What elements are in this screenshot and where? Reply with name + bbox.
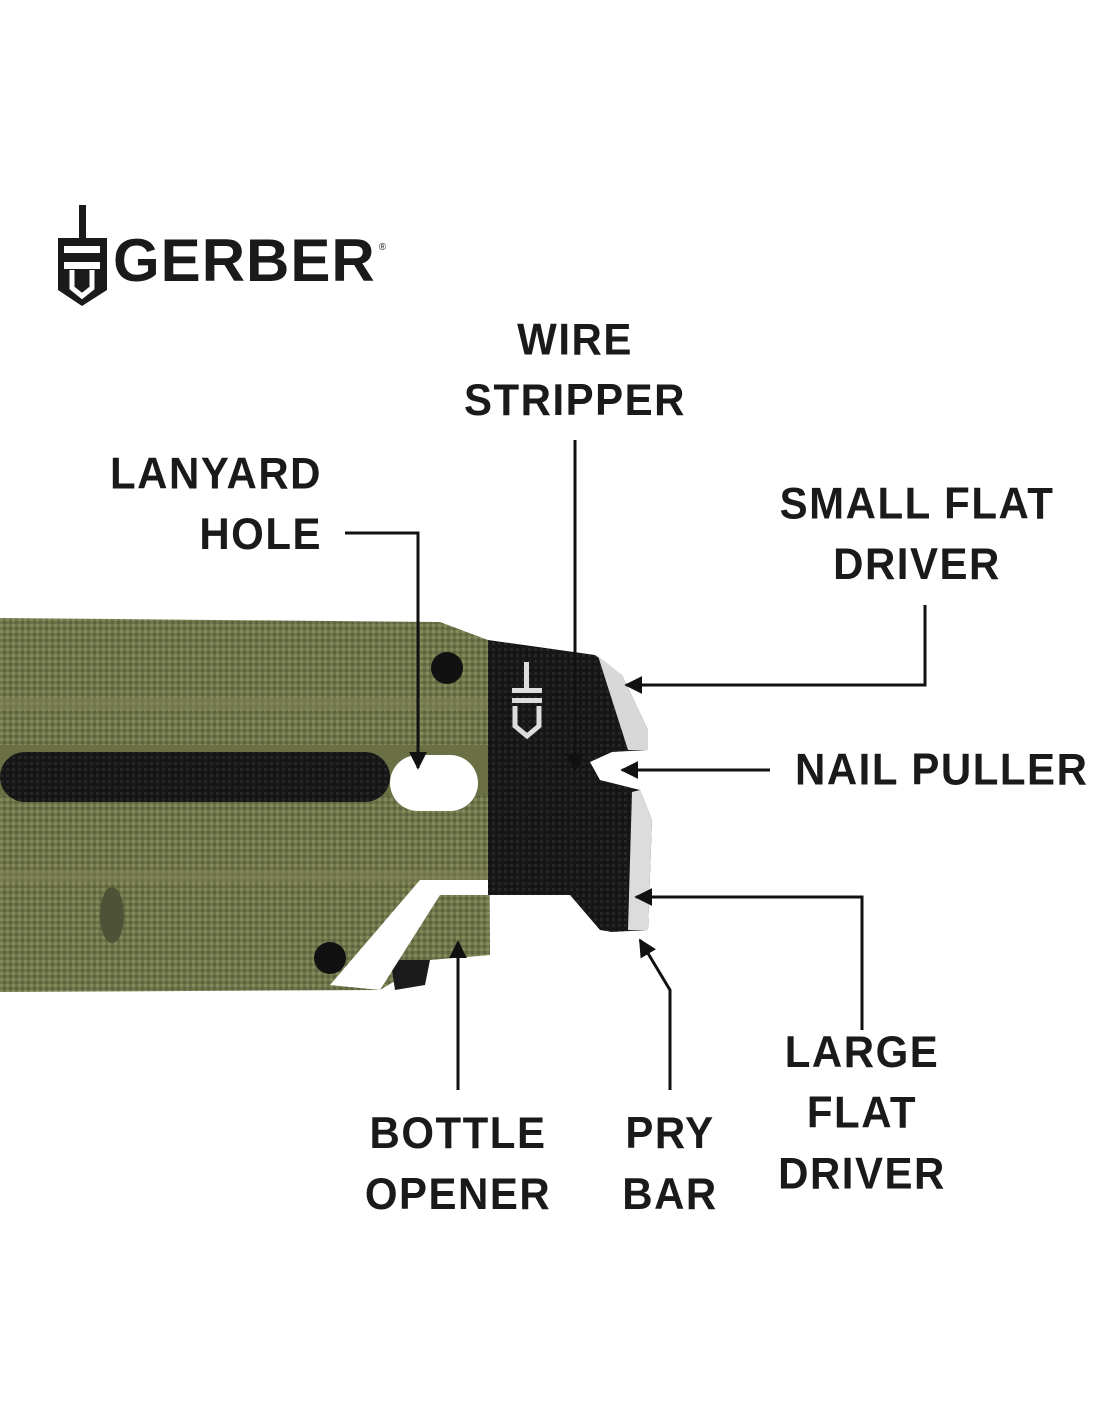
small-flat-driver-arrow bbox=[624, 605, 927, 694]
label-line: BOTTLE bbox=[369, 1108, 547, 1158]
screw-icon bbox=[314, 942, 346, 974]
pry-bar-arrow bbox=[638, 938, 672, 1090]
label-lanyard-hole: LANYARD HOLE bbox=[40, 443, 322, 565]
label-large-flat-driver: LARGE FLAT DRIVER bbox=[762, 1022, 962, 1205]
gerber-logo-icon bbox=[58, 205, 107, 306]
label-pry-bar: PRY BAR bbox=[600, 1103, 740, 1225]
lanyard-hole bbox=[390, 755, 478, 811]
label-line: SMALL FLAT bbox=[779, 478, 1055, 528]
brand-logo: GERBER ® bbox=[113, 228, 386, 294]
label-nail-puller: NAIL PULLER bbox=[795, 740, 1088, 801]
screw-icon bbox=[431, 652, 463, 684]
label-line: LANYARD bbox=[110, 448, 322, 498]
label-line: WIRE bbox=[517, 314, 633, 364]
lanyard-hole-arrow bbox=[345, 531, 427, 770]
label-small-flat-driver: SMALL FLAT DRIVER bbox=[767, 473, 1067, 595]
label-line: STRIPPER bbox=[463, 375, 687, 425]
label-line: FLAT bbox=[806, 1087, 918, 1138]
gerber-blade-logo-icon bbox=[512, 662, 542, 740]
registered-mark: ® bbox=[378, 242, 387, 253]
label-line: NAIL PULLER bbox=[795, 744, 1089, 795]
label-line: DRIVER bbox=[778, 1148, 946, 1199]
label-line: BAR bbox=[622, 1169, 718, 1219]
label-bottle-opener: BOTTLE OPENER bbox=[348, 1103, 568, 1225]
large-flat-driver-arrow bbox=[634, 888, 864, 1030]
label-wire-stripper: WIRE STRIPPER bbox=[435, 309, 715, 431]
label-line: OPENER bbox=[364, 1169, 552, 1219]
label-line: DRIVER bbox=[833, 539, 1001, 589]
brand-wordmark: GERBER bbox=[113, 227, 376, 294]
label-line: HOLE bbox=[199, 509, 322, 559]
label-line: PRY bbox=[625, 1108, 715, 1158]
label-line: LARGE bbox=[784, 1026, 940, 1077]
tool-handle bbox=[0, 618, 490, 992]
